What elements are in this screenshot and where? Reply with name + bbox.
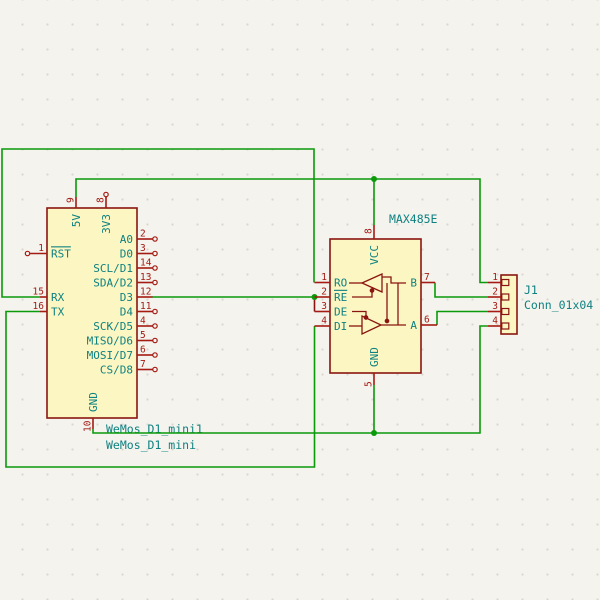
pin-number-max485-4: 4 [321, 316, 327, 327]
pin-name-max485-DE: DE [334, 305, 347, 318]
pin-number-wemos-3: 3 [140, 243, 146, 254]
pin-name-max485-B: B [410, 276, 417, 289]
pin-name-wemos-MOSI/D7: MOSI/D7 [87, 349, 133, 362]
unconnected-pin-circle-wemos-13 [152, 279, 158, 286]
pin-name-max485-GND: GND [368, 347, 381, 367]
pin-name-wemos-SCK/D5: SCK/D5 [93, 320, 133, 333]
wire-b-to-j1-pin2[interactable] [434, 282, 488, 298]
pin-number-wemos-10: 10 [83, 420, 94, 432]
pin-number-max485-6: 6 [424, 315, 430, 326]
pin-number-wemos-15: 15 [33, 287, 44, 298]
pin-name-wemos-RST: RST [51, 247, 71, 260]
j1-connector-body[interactable] [500, 274, 518, 335]
junction-dot-vcc [371, 176, 377, 182]
pin-number-max485-5: 5 [364, 381, 375, 387]
wemos-value-label[interactable]: WeMos_D1_mini [106, 438, 197, 452]
wire-a-to-j1-pin3[interactable] [436, 310, 488, 326]
pin-name-wemos-RX: RX [51, 291, 65, 304]
j1-value-label[interactable]: Conn_01x04 [524, 298, 594, 312]
pin-name-max485-A: A [410, 319, 417, 332]
wire-5v-rail[interactable] [75, 178, 488, 284]
wire-rx-to-ro[interactable] [1, 148, 315, 298]
driver-triangle [361, 314, 383, 336]
junction-dot-gnd [371, 430, 377, 436]
pin-number-j1-3: 3 [492, 301, 498, 312]
pin-name-wemos-5V: 5V [70, 214, 83, 228]
wire-tx-to-di[interactable] [5, 310, 316, 468]
pin-name-wemos-D0: D0 [120, 247, 133, 260]
pin-number-wemos-12: 12 [140, 287, 151, 298]
unconnected-pin-circle-wemos-4 [152, 323, 158, 329]
pin-name-wemos-A0: A0 [120, 233, 133, 246]
j1-pin-pads [501, 278, 510, 330]
unconnected-pin-circle-wemos-11 [152, 308, 158, 315]
unconnected-pin-circle-wemos-3 [152, 250, 158, 257]
pin-name-wemos-TX: TX [51, 305, 65, 318]
max485e-internal-symbol [349, 272, 406, 336]
pin-name-max485-RE: RE [334, 291, 347, 304]
pin-name-wemos-GND: GND [87, 392, 100, 412]
pin-name-wemos-3V3: 3V3 [100, 214, 113, 234]
pin-number-wemos-11: 11 [140, 301, 152, 312]
pin-number-wemos-7: 7 [140, 359, 146, 370]
pin-number-max485-3: 3 [321, 301, 327, 312]
pin-number-j1-2: 2 [492, 287, 498, 298]
max485e-body[interactable] [329, 238, 422, 374]
pin-name-max485-DI: DI [334, 320, 347, 333]
pin-number-max485-7: 7 [424, 272, 430, 283]
pin-name-wemos-SCL/D1: SCL/D1 [93, 262, 133, 275]
pin-number-wemos-1: 1 [38, 243, 44, 254]
pin-name-wemos-MISO/D6: MISO/D6 [87, 334, 133, 347]
pin-number-wemos-5: 5 [140, 330, 146, 341]
pin-number-max485-8: 8 [364, 228, 375, 234]
pin-number-j1-4: 4 [492, 316, 498, 327]
wemos-d1-mini-body[interactable] [46, 207, 138, 419]
pin-number-wemos-2: 2 [140, 229, 146, 240]
pin-number-wemos-13: 13 [140, 272, 151, 283]
pin-number-max485-2: 2 [321, 287, 327, 298]
wire-gnd-rail[interactable] [92, 325, 488, 434]
pin-number-j1-1: 1 [492, 272, 498, 283]
pin-name-wemos-CS/D8: CS/D8 [100, 363, 133, 376]
pin-number-max485-1: 1 [321, 272, 327, 283]
unconnected-pin-circle-wemos-2 [152, 236, 158, 242]
unconnected-pin-circle-wemos-7 [152, 366, 158, 373]
pin-number-wemos-4: 4 [140, 316, 146, 327]
pin-number-wemos-6: 6 [140, 345, 146, 356]
pin-name-max485-RO: RO [334, 276, 347, 289]
j1-reference-label[interactable]: J1 [524, 283, 538, 297]
pin-name-max485-VCC: VCC [368, 245, 381, 265]
max485e-value-label[interactable]: MAX485E [389, 212, 438, 226]
receiver-triangle [360, 272, 383, 294]
pin-name-wemos-D3: D3 [120, 291, 133, 304]
unconnected-pin-circle-wemos-14 [152, 265, 158, 271]
unconnected-pin-circle-wemos-6 [152, 352, 158, 358]
pin-number-wemos-9: 9 [66, 197, 77, 203]
pin-number-wemos-8: 8 [96, 197, 107, 203]
pin-name-wemos-D4: D4 [120, 305, 134, 318]
pin-number-wemos-14: 14 [140, 258, 152, 269]
unconnected-pin-circle-wemos-8 [103, 191, 109, 198]
unconnected-pin-circle-wemos-5 [152, 337, 158, 344]
pin-number-wemos-16: 16 [33, 301, 45, 312]
pin-name-wemos-SDA/D2: SDA/D2 [93, 276, 133, 289]
unconnected-pin-circle-wemos-1 [24, 250, 31, 257]
